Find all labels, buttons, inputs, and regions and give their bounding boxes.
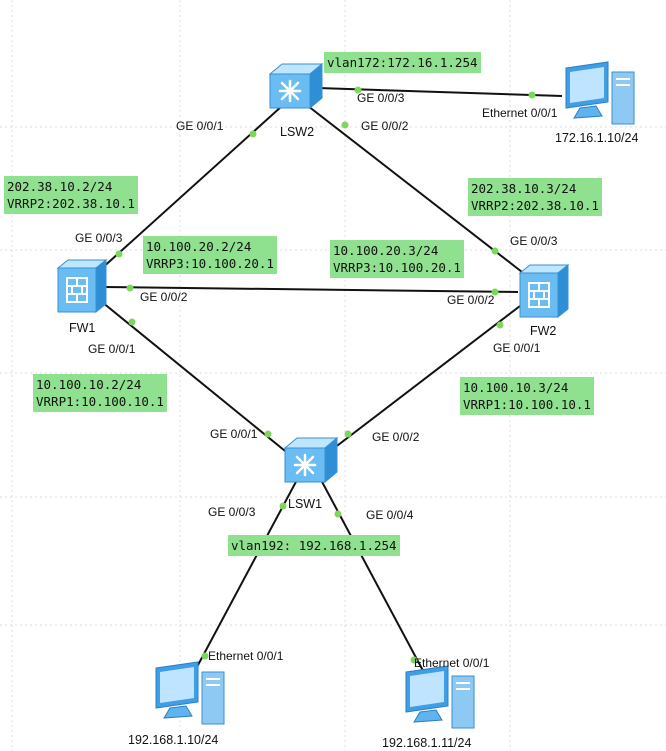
port-dot bbox=[128, 318, 136, 326]
ip-tag-fw2-sync: 10.100.20.3/24 VRRP3:10.100.20.1 bbox=[330, 240, 464, 278]
vrrp-address: VRRP2:202.38.10.1 bbox=[7, 196, 135, 211]
ip-address: 202.38.10.2/24 bbox=[7, 179, 113, 194]
port-label: GE 0/0/4 bbox=[366, 508, 414, 522]
port-label: GE 0/0/3 bbox=[357, 91, 405, 105]
ip-tag-fw1-sync: 10.100.20.2/24 VRRP3:10.100.20.1 bbox=[143, 236, 277, 274]
port-dot bbox=[126, 284, 134, 292]
device-label-pc-left: 192.168.1.10/24 bbox=[128, 733, 219, 747]
firewall-icon[interactable] bbox=[516, 263, 570, 319]
port-label: Ethernet 0/0/1 bbox=[482, 106, 558, 120]
link-fw2-lsw1[interactable] bbox=[324, 305, 521, 456]
link-fw1-fw2[interactable] bbox=[103, 286, 519, 293]
ip-address: 10.100.20.2/24 bbox=[146, 239, 252, 254]
link-fw1-lsw1[interactable] bbox=[101, 301, 291, 456]
link-lsw2-fw2[interactable] bbox=[307, 105, 523, 273]
device-label-pc-top: 172.16.1.10/24 bbox=[555, 131, 639, 145]
port-label: Ethernet 0/0/1 bbox=[414, 656, 490, 670]
device-label-lsw1: LSW1 bbox=[288, 497, 323, 511]
port-dot bbox=[491, 288, 499, 296]
ip-tag-fw1-wan: 202.38.10.2/24 VRRP2:202.38.10.1 bbox=[4, 176, 138, 214]
port-label: GE 0/0/2 bbox=[140, 290, 188, 304]
ip-tag-fw1-lan: 10.100.10.2/24 VRRP1:10.100.10.1 bbox=[33, 374, 167, 412]
ip-address: 10.100.10.2/24 bbox=[36, 377, 142, 392]
switch-icon[interactable] bbox=[266, 62, 324, 112]
port-dot bbox=[264, 430, 272, 438]
switch-icon[interactable] bbox=[281, 436, 339, 486]
port-label: Ethernet 0/0/1 bbox=[208, 649, 284, 663]
vrrp-address: VRRP3:10.100.20.1 bbox=[333, 260, 461, 275]
port-label: GE 0/0/3 bbox=[510, 234, 558, 248]
port-dot bbox=[344, 430, 352, 438]
vrrp-address: VRRP3:10.100.20.1 bbox=[146, 256, 274, 271]
device-label-lsw2: LSW2 bbox=[280, 125, 315, 139]
ip-address: 202.38.10.3/24 bbox=[471, 181, 577, 196]
port-label: GE 0/0/1 bbox=[493, 341, 541, 355]
port-dot bbox=[334, 510, 342, 518]
port-label: GE 0/0/3 bbox=[75, 231, 123, 245]
port-label: GE 0/0/2 bbox=[447, 293, 495, 307]
port-dot bbox=[354, 86, 362, 94]
port-label: GE 0/0/1 bbox=[210, 427, 258, 441]
device-label-fw2: FW2 bbox=[530, 324, 557, 338]
firewall-icon[interactable] bbox=[54, 258, 108, 314]
port-dot bbox=[496, 321, 504, 329]
port-dot bbox=[201, 652, 209, 660]
port-label: GE 0/0/1 bbox=[176, 119, 224, 133]
port-dot bbox=[410, 656, 418, 664]
port-dot bbox=[249, 130, 257, 138]
ip-address: 10.100.20.3/24 bbox=[333, 243, 439, 258]
device-label-fw1: FW1 bbox=[69, 321, 96, 335]
ip-address: 10.100.10.3/24 bbox=[463, 380, 569, 395]
port-dot bbox=[341, 121, 349, 129]
port-label: GE 0/0/3 bbox=[208, 505, 256, 519]
vrrp-address: VRRP1:10.100.10.1 bbox=[36, 394, 164, 409]
ip-tag-fw2-wan: 202.38.10.3/24 VRRP2:202.38.10.1 bbox=[468, 178, 602, 216]
port-dot bbox=[491, 247, 499, 255]
device-label-pc-right: 192.168.1.11/24 bbox=[382, 736, 472, 750]
port-label: GE 0/0/2 bbox=[372, 430, 420, 444]
pc-icon[interactable] bbox=[560, 60, 640, 128]
vrrp-address: VRRP1:10.100.10.1 bbox=[463, 397, 591, 412]
port-dot bbox=[528, 91, 536, 99]
port-dot bbox=[279, 502, 287, 510]
pc-icon[interactable] bbox=[400, 664, 480, 732]
pc-icon[interactable] bbox=[150, 660, 230, 728]
link-lsw1-pc-left[interactable] bbox=[189, 477, 299, 681]
port-label: GE 0/0/2 bbox=[361, 119, 409, 133]
port-dot bbox=[115, 250, 123, 258]
vrrp-address: VRRP2:202.38.10.1 bbox=[471, 198, 599, 213]
ip-tag-vlan172: vlan172:172.16.1.254 bbox=[324, 52, 481, 73]
ip-tag-vlan192: vlan192: 192.168.1.254 bbox=[228, 535, 400, 556]
port-label: GE 0/0/1 bbox=[88, 342, 136, 356]
ip-tag-fw2-lan: 10.100.10.3/24 VRRP1:10.100.10.1 bbox=[460, 377, 594, 415]
